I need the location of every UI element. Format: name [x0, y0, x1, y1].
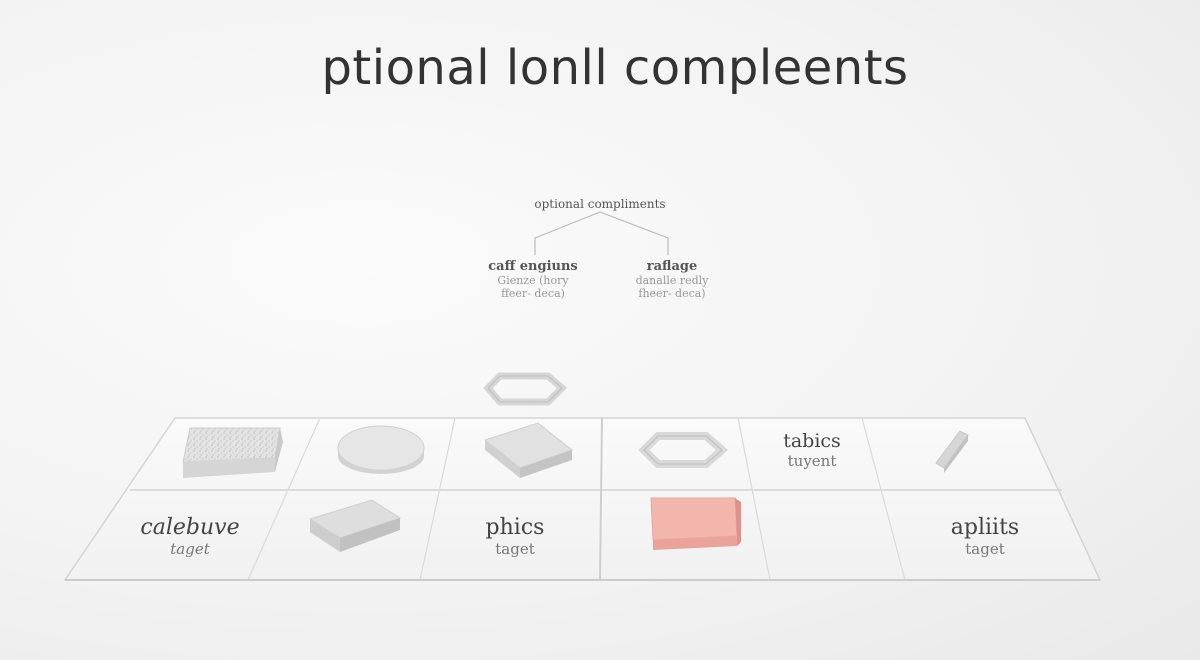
tree-node-right-sub2: fheer- deca)	[638, 287, 706, 300]
cell-apliits: apliits taget	[900, 515, 1070, 558]
tree-node-right: raflage danalle redly fheer- deca)	[582, 259, 762, 300]
cell-calebuve-title: calebuve	[140, 515, 240, 540]
cell-phics-sub: taget	[495, 540, 535, 558]
tree-node-left-title: caff engiuns	[488, 259, 578, 274]
textured-block-shape	[182, 427, 283, 478]
tree-node-right-sub1: danalle redly	[635, 274, 709, 287]
octagon-ring-shape	[638, 432, 729, 468]
disc-shape	[337, 425, 425, 474]
flat-block-shape	[308, 499, 402, 552]
cell-apliits-title: apliits	[950, 515, 1020, 540]
tree-root-label: optional compliments	[534, 197, 666, 211]
cell-apliits-sub: taget	[965, 540, 1005, 558]
cell-phics: phics taget	[430, 515, 600, 558]
cell-tabics-title: tabics	[783, 430, 841, 452]
tree-node-left-sub2: ffeer- deca)	[501, 287, 565, 300]
octagon-ring-floating	[483, 372, 568, 406]
cell-calebuve-sub: taget	[170, 540, 210, 558]
cell-tabics-sub: tuyent	[787, 452, 837, 470]
page-title: ptional lonll compleents	[321, 40, 909, 96]
cell-phics-title: phics	[485, 515, 545, 540]
small-bar-shape	[935, 430, 969, 473]
tree-node-left-sub1: Gienze (hory	[497, 274, 569, 287]
cell-tabics: tabics tuyent	[727, 430, 897, 470]
accent-block-shape	[650, 497, 741, 550]
tree-node-left: caff engiuns Gienze (hory ffeer- deca)	[443, 259, 623, 300]
cube-shape	[483, 422, 574, 478]
cell-calebuve: calebuve taget	[105, 515, 275, 558]
tree-node-right-title: raflage	[646, 259, 698, 274]
